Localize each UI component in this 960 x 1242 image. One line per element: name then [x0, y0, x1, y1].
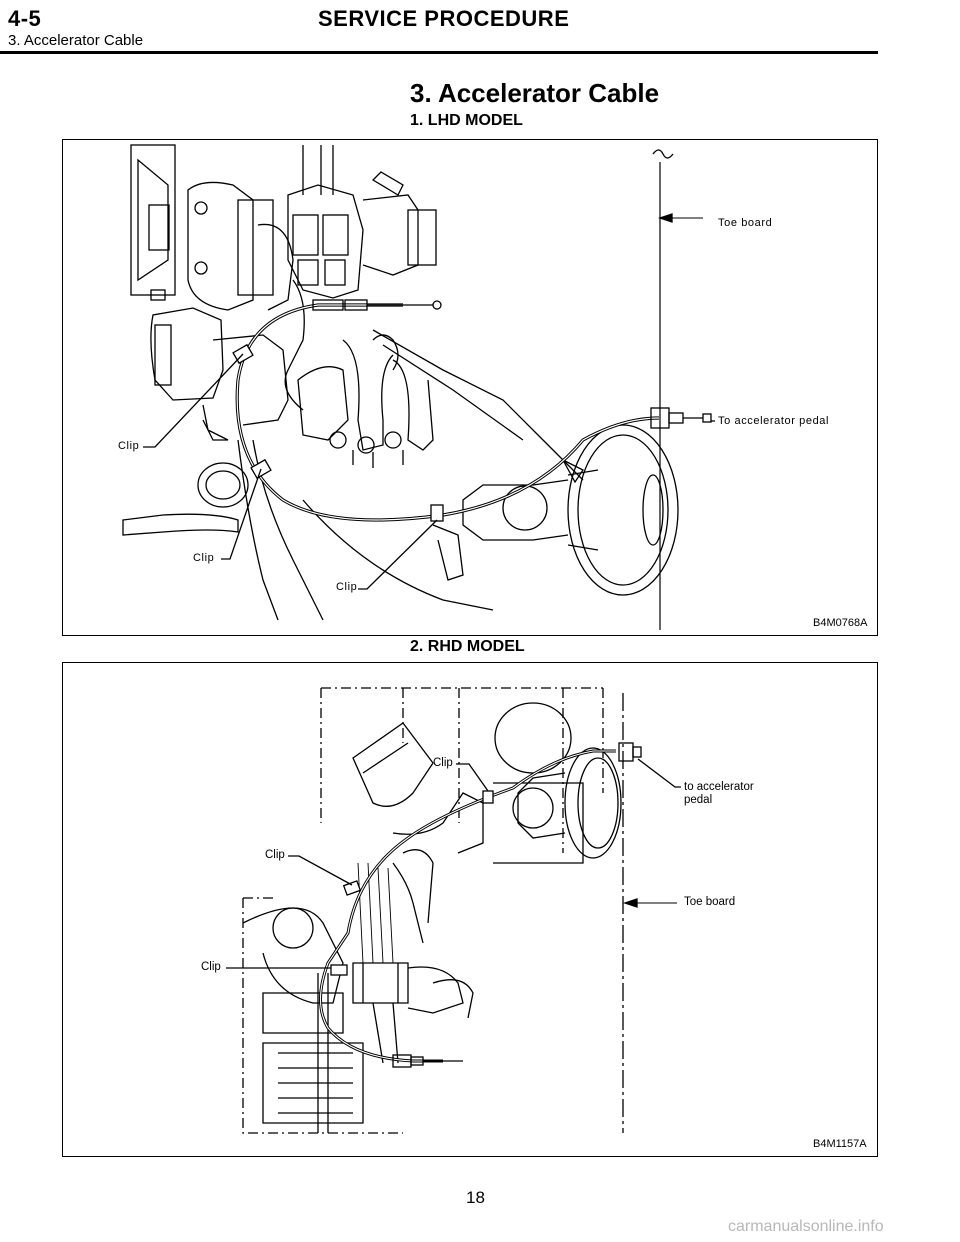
figure1-label-clip: Clip [118, 440, 140, 452]
figure1-heading: 1. LHD MODEL [410, 112, 523, 129]
page-number: 18 [466, 1188, 485, 1207]
figure1-code: B4M0768A [813, 617, 868, 629]
figure1-illustration [122, 144, 715, 630]
figure2-label-toe-board: Toe board [684, 896, 736, 908]
watermark: carmanualsonline.info [728, 1218, 884, 1235]
figure2-illustration [226, 687, 681, 1134]
figure1-lhd-diagram: Toe board To accelerator pedal Clip Clip… [62, 139, 878, 636]
figure2-label-clip: Clip [433, 757, 453, 769]
figure2-label-clip: Clip [265, 849, 285, 861]
figure2-heading: 2. RHD MODEL [410, 638, 525, 655]
figure1-label-clip: Clip [336, 581, 358, 593]
page-header-title: SERVICE PROCEDURE [318, 6, 570, 31]
figure2-label-clip: Clip [201, 961, 221, 973]
figure2-label-to-pedal-line1: to accelerator [684, 781, 754, 793]
figure2-code: B4M1157A [813, 1138, 867, 1150]
figure2-rhd-diagram: Clip Clip Clip to accelerator pedal Toe … [62, 662, 878, 1157]
figure1-label-to-pedal: To accelerator pedal [718, 415, 830, 427]
figure2-label-to-pedal-line2: pedal [684, 794, 713, 806]
page-header-subtitle: 3. Accelerator Cable [8, 32, 144, 49]
section-number: 4-5 [8, 6, 42, 31]
figure1-label-toe-board: Toe board [718, 217, 773, 229]
figure1-label-clip: Clip [193, 552, 215, 564]
header-rule [0, 51, 878, 54]
section-title: 3. Accelerator Cable [410, 78, 660, 108]
